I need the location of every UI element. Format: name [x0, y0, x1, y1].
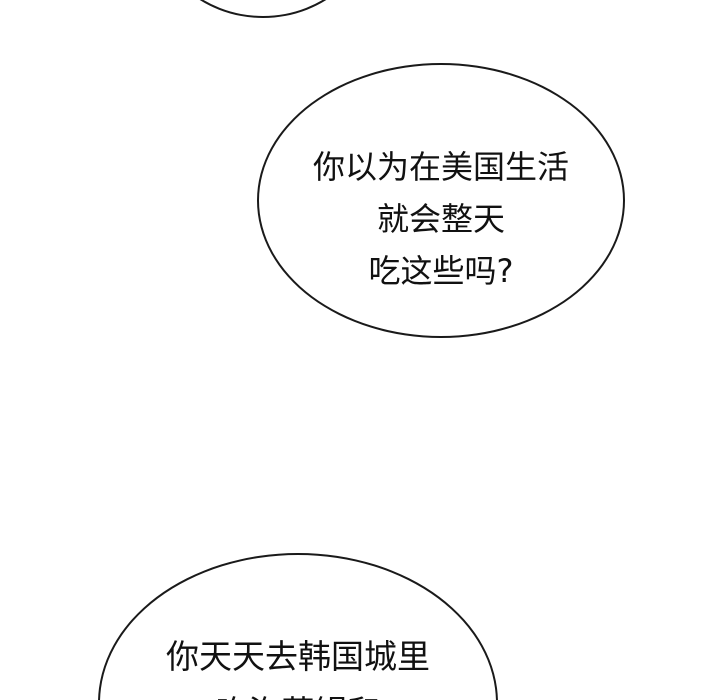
speech-line: 你天天去韩国城里 [166, 637, 430, 676]
speech-bubble-text: 你以为在美国生活 就会整天 吃这些吗? [259, 141, 623, 297]
speech-line: 就会整天 [376, 200, 505, 238]
speech-bubble-top-partial [148, 0, 378, 18]
speech-bubble-text: 你天天去韩国城里 吃泡菜锅和 [100, 629, 496, 700]
speech-line: 吃这些吗? [368, 252, 514, 290]
speech-bubble-middle: 你以为在美国生活 就会整天 吃这些吗? [257, 63, 625, 338]
speech-line: 你以为在美国生活 [312, 148, 569, 186]
speech-bubble-bottom: 你天天去韩国城里 吃泡菜锅和 [98, 553, 498, 700]
speech-line: 吃泡菜锅和 [100, 685, 496, 700]
